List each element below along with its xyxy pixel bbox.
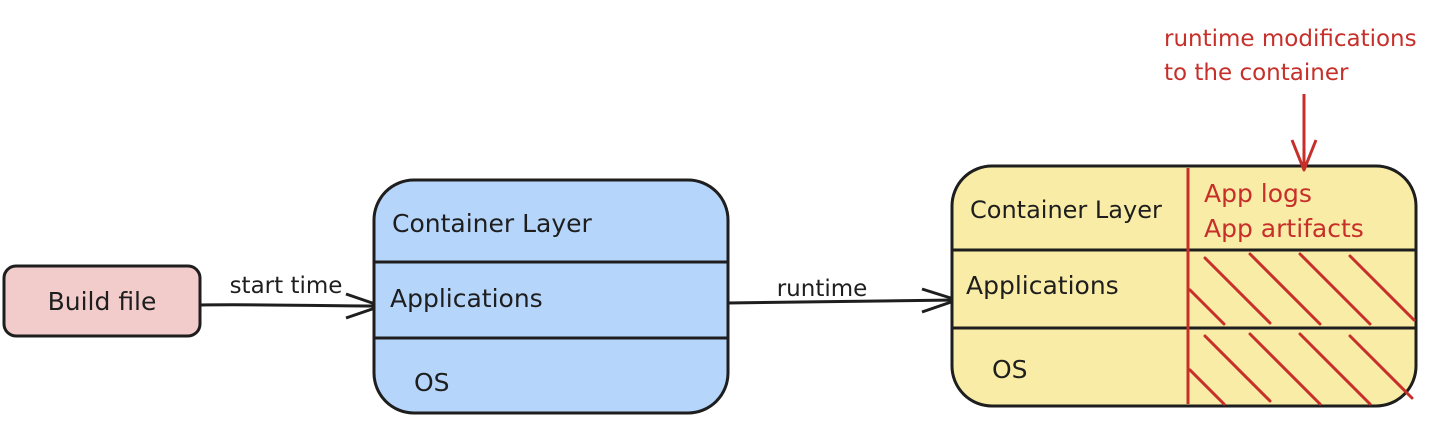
container-layer-os: OS bbox=[992, 355, 1028, 384]
runtime-arrow-line bbox=[727, 298, 957, 305]
image-layers-node: Container Layer Applications OS bbox=[372, 178, 730, 415]
runtime-arrow: runtime bbox=[727, 276, 959, 314]
image-layer-container: Container Layer bbox=[392, 209, 593, 238]
container-layers-node: Container Layer Applications OS App logs… bbox=[950, 164, 1418, 408]
build-file-label: Build file bbox=[48, 287, 157, 316]
runtime-modifications-annotation: runtime modifications to the container bbox=[1164, 26, 1417, 172]
start-time-label: start time bbox=[230, 273, 343, 299]
image-layer-applications: Applications bbox=[390, 284, 543, 313]
writable-note-app-artifacts: App artifacts bbox=[1204, 214, 1364, 243]
annotation-line-1: runtime modifications bbox=[1164, 26, 1417, 52]
container-layer-container: Container Layer bbox=[970, 196, 1162, 224]
image-layer-os: OS bbox=[414, 368, 450, 397]
writable-note-app-logs: App logs bbox=[1204, 179, 1312, 208]
build-file-box bbox=[2, 264, 202, 338]
start-time-arrow-line bbox=[199, 303, 381, 308]
build-file-node: Build file bbox=[2, 264, 202, 338]
container-box bbox=[950, 164, 1418, 408]
runtime-label: runtime bbox=[777, 276, 868, 302]
annotation-line-2: to the container bbox=[1164, 60, 1349, 86]
annotation-arrow-head bbox=[1290, 139, 1318, 172]
container-layer-applications: Applications bbox=[966, 271, 1119, 300]
image-box bbox=[372, 178, 730, 415]
writable-hatching bbox=[1188, 252, 1416, 406]
start-time-arrow: start time bbox=[199, 273, 383, 320]
